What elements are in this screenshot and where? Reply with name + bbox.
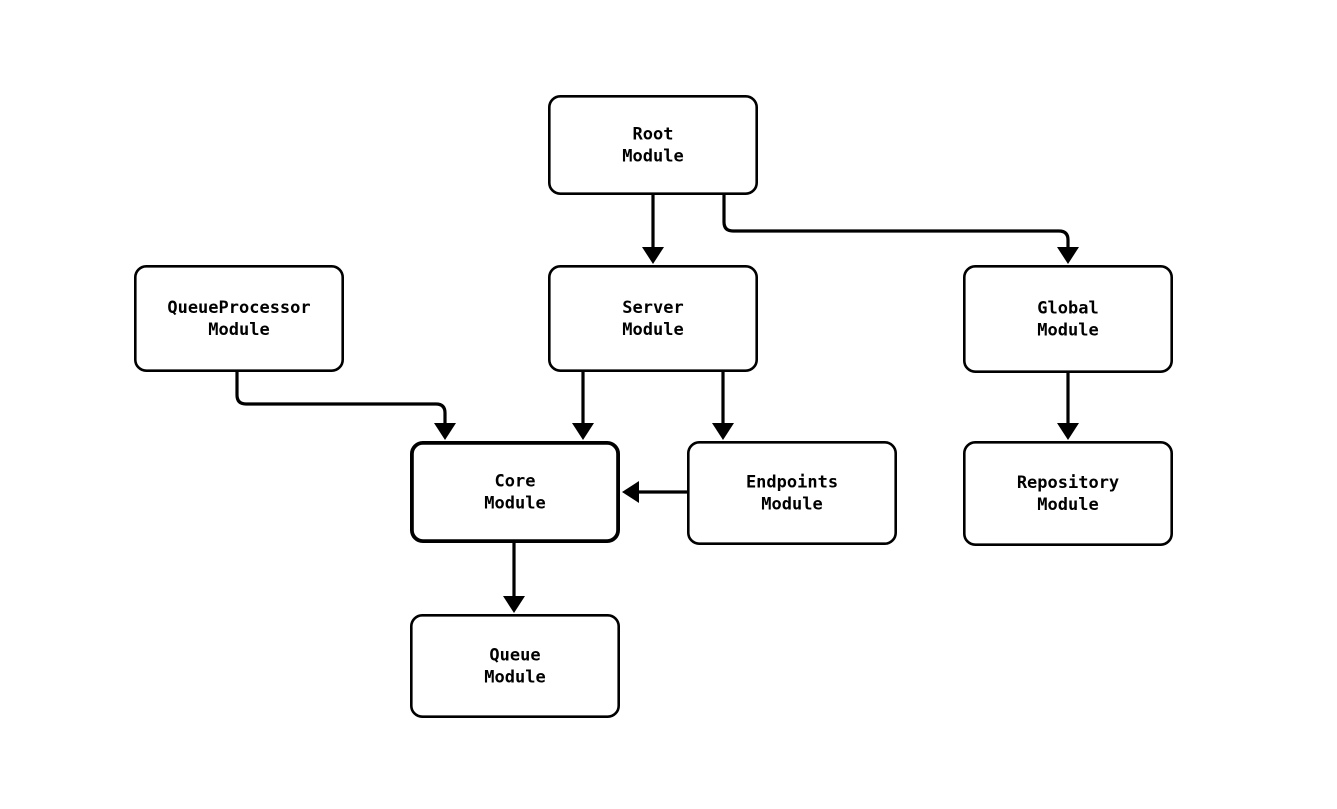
server-module-node-label-line2: Module <box>622 320 683 340</box>
edge-global-to-repository-arrowhead-icon <box>1057 423 1079 440</box>
global-module-node-label-line2: Module <box>1037 321 1098 341</box>
repository-module-node-label-line1: Repository <box>1017 473 1119 493</box>
root-module-node-label-line2: Module <box>622 147 683 167</box>
edge-core-to-queue <box>503 543 525 613</box>
repository-module-node-label-line2: Module <box>1037 495 1098 515</box>
edge-endpoints-to-core-arrowhead-icon <box>622 481 639 503</box>
server-module-node-label-line1: Server <box>622 298 683 318</box>
queue-module-node-label-line2: Module <box>484 668 545 688</box>
root-module-node-box[interactable] <box>547 95 758 196</box>
edge-core-to-queue-arrowhead-icon <box>503 596 525 613</box>
edges-layer <box>235 195 1079 613</box>
root-module-node-label-line1: Root <box>633 124 674 144</box>
global-module-node-box[interactable] <box>962 264 1173 373</box>
edge-root-to-server <box>642 195 664 264</box>
core-module-node-label-line1: Core <box>495 471 536 491</box>
server-module-node-box[interactable] <box>547 264 758 372</box>
repository-module-node-box[interactable] <box>962 440 1173 546</box>
endpoints-module-node-label-line1: Endpoints <box>746 472 838 492</box>
core-module-node-box[interactable] <box>409 440 620 543</box>
endpoints-module-node-label-line2: Module <box>761 495 822 515</box>
edge-queueprocessor-to-core-arrowhead-icon <box>434 423 456 440</box>
global-module-node-label-line1: Global <box>1037 298 1098 318</box>
edge-queueprocessor-to-core-line <box>235 372 447 428</box>
edge-global-to-repository <box>1057 373 1079 440</box>
edge-server-to-core <box>572 372 594 440</box>
edge-root-to-global-arrowhead-icon <box>1057 247 1079 264</box>
queue-module-node-label-line1: Queue <box>489 645 540 665</box>
edge-root-to-global <box>722 195 1079 264</box>
edge-endpoints-to-core <box>622 481 687 503</box>
queue-module-node-box[interactable] <box>409 613 620 718</box>
queueprocessor-module-node-label-line2: Module <box>208 320 269 340</box>
edge-root-to-server-arrowhead-icon <box>642 247 664 264</box>
queueprocessor-module-node-label-line1: QueueProcessor <box>167 298 310 318</box>
edge-server-to-core-arrowhead-icon <box>572 423 594 440</box>
edge-queueprocessor-to-core <box>235 372 456 440</box>
edge-server-to-endpoints-arrowhead-icon <box>712 423 734 440</box>
edge-server-to-endpoints <box>712 372 734 440</box>
queueprocessor-module-node-box[interactable] <box>134 264 344 372</box>
edge-root-to-global-line <box>722 195 1070 252</box>
endpoints-module-node-box[interactable] <box>686 440 897 545</box>
core-module-node-label-line2: Module <box>484 494 545 514</box>
